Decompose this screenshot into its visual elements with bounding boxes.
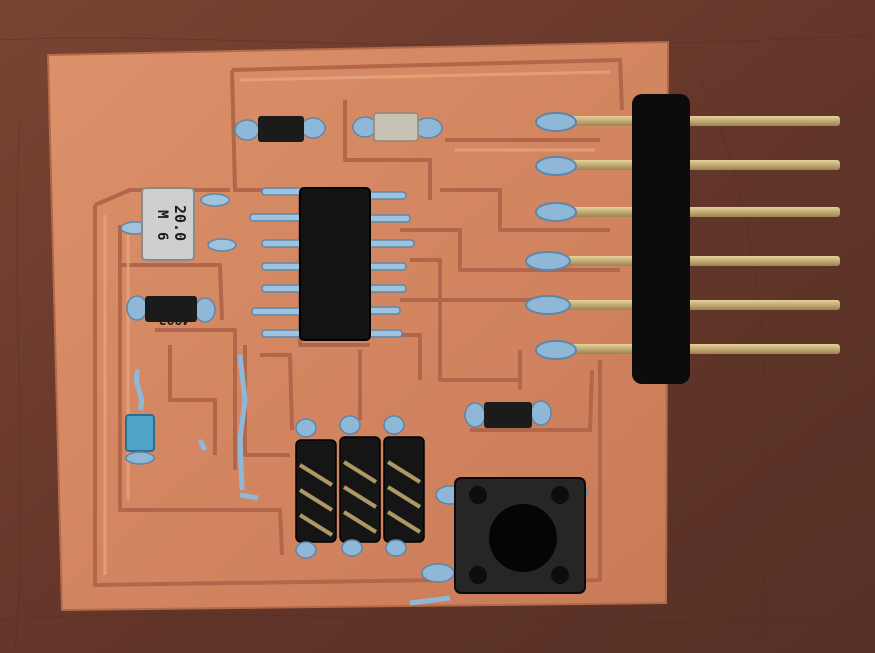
tactile-button[interactable]: [421, 477, 588, 594]
header-plastic-body: [632, 94, 690, 384]
crystal-label-2: M: [154, 210, 170, 218]
isolation-routes: [93, 58, 624, 587]
resistor-top-label: 1002: [267, 124, 298, 139]
crystal-label-1: 20.0: [171, 205, 189, 241]
resistor-mid: 1002: [464, 400, 552, 428]
crystal-resonator: 20.0 M 6: [120, 187, 237, 261]
soic-chip: [249, 187, 415, 341]
ic-body: [299, 187, 371, 341]
header-solder-joints: [525, 112, 577, 360]
resistor-top: 1002: [234, 116, 326, 142]
crystal-label-3: 6: [154, 232, 170, 240]
angled-header-block: [295, 415, 425, 559]
wood-grain: [0, 34, 875, 651]
capacitor-top: [352, 112, 443, 142]
button-cap-icon[interactable]: [489, 504, 557, 572]
smd-led: [125, 369, 155, 465]
pin-header: [525, 94, 840, 384]
resistor-left-label: 4993: [159, 311, 190, 326]
resistor-mid-label: 1002: [494, 410, 525, 425]
solder-wire-bottom: [409, 595, 451, 606]
solder-jumper-left: [197, 354, 259, 501]
resistor-left: 4993: [126, 295, 216, 326]
